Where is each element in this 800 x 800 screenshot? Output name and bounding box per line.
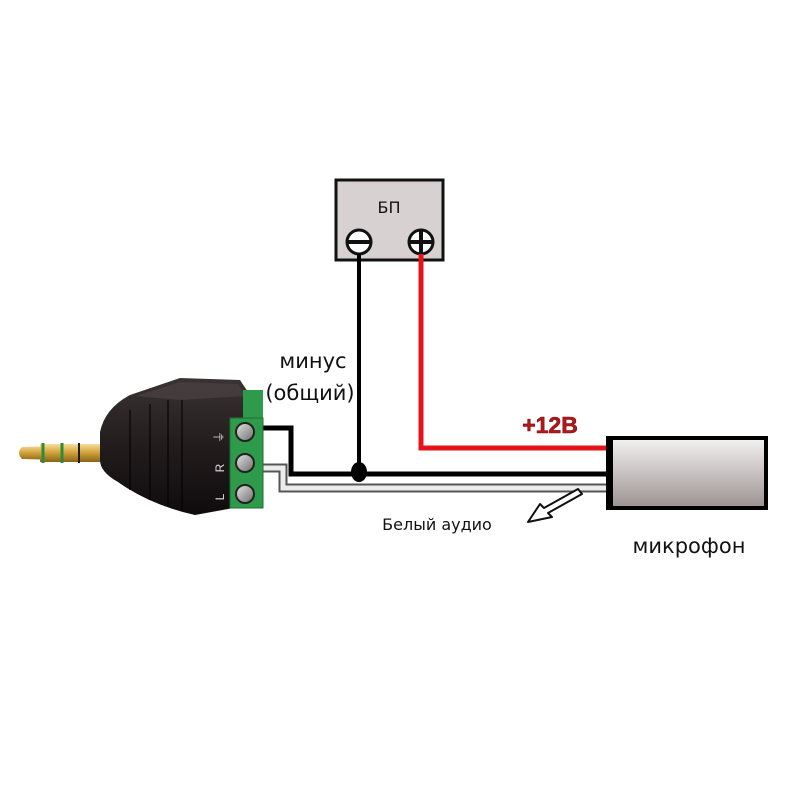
screw-r-icon [235,453,255,473]
terminal-label-l: L [213,493,227,500]
white-audio-wire [263,463,610,493]
terminal-label-ground: ⏚ [212,431,226,443]
power-supply-label: БП [377,198,400,217]
terminal-block [229,390,264,509]
microphone-body [606,436,768,510]
screw-ground-icon [235,422,255,442]
audio-jack-plug: ⏚ R L [19,378,250,515]
minus-label: минус [279,349,346,373]
red-wire [418,254,610,451]
terminal-label-r: R [213,463,227,472]
power-supply: БП [334,178,445,262]
junction-dot [351,462,367,482]
plus-12v-label: +12В [522,412,578,438]
plus-terminal-icon [407,228,435,256]
jack-pin [19,443,102,463]
black-minus-wire [263,425,610,477]
screw-l-icon [235,484,255,504]
minus-common-label: (общий) [265,381,354,405]
white-audio-label: Белый аудио [382,515,492,534]
minus-terminal-icon [345,228,373,256]
microphone-label: микрофон [633,534,746,558]
arrow-icon [527,488,583,523]
